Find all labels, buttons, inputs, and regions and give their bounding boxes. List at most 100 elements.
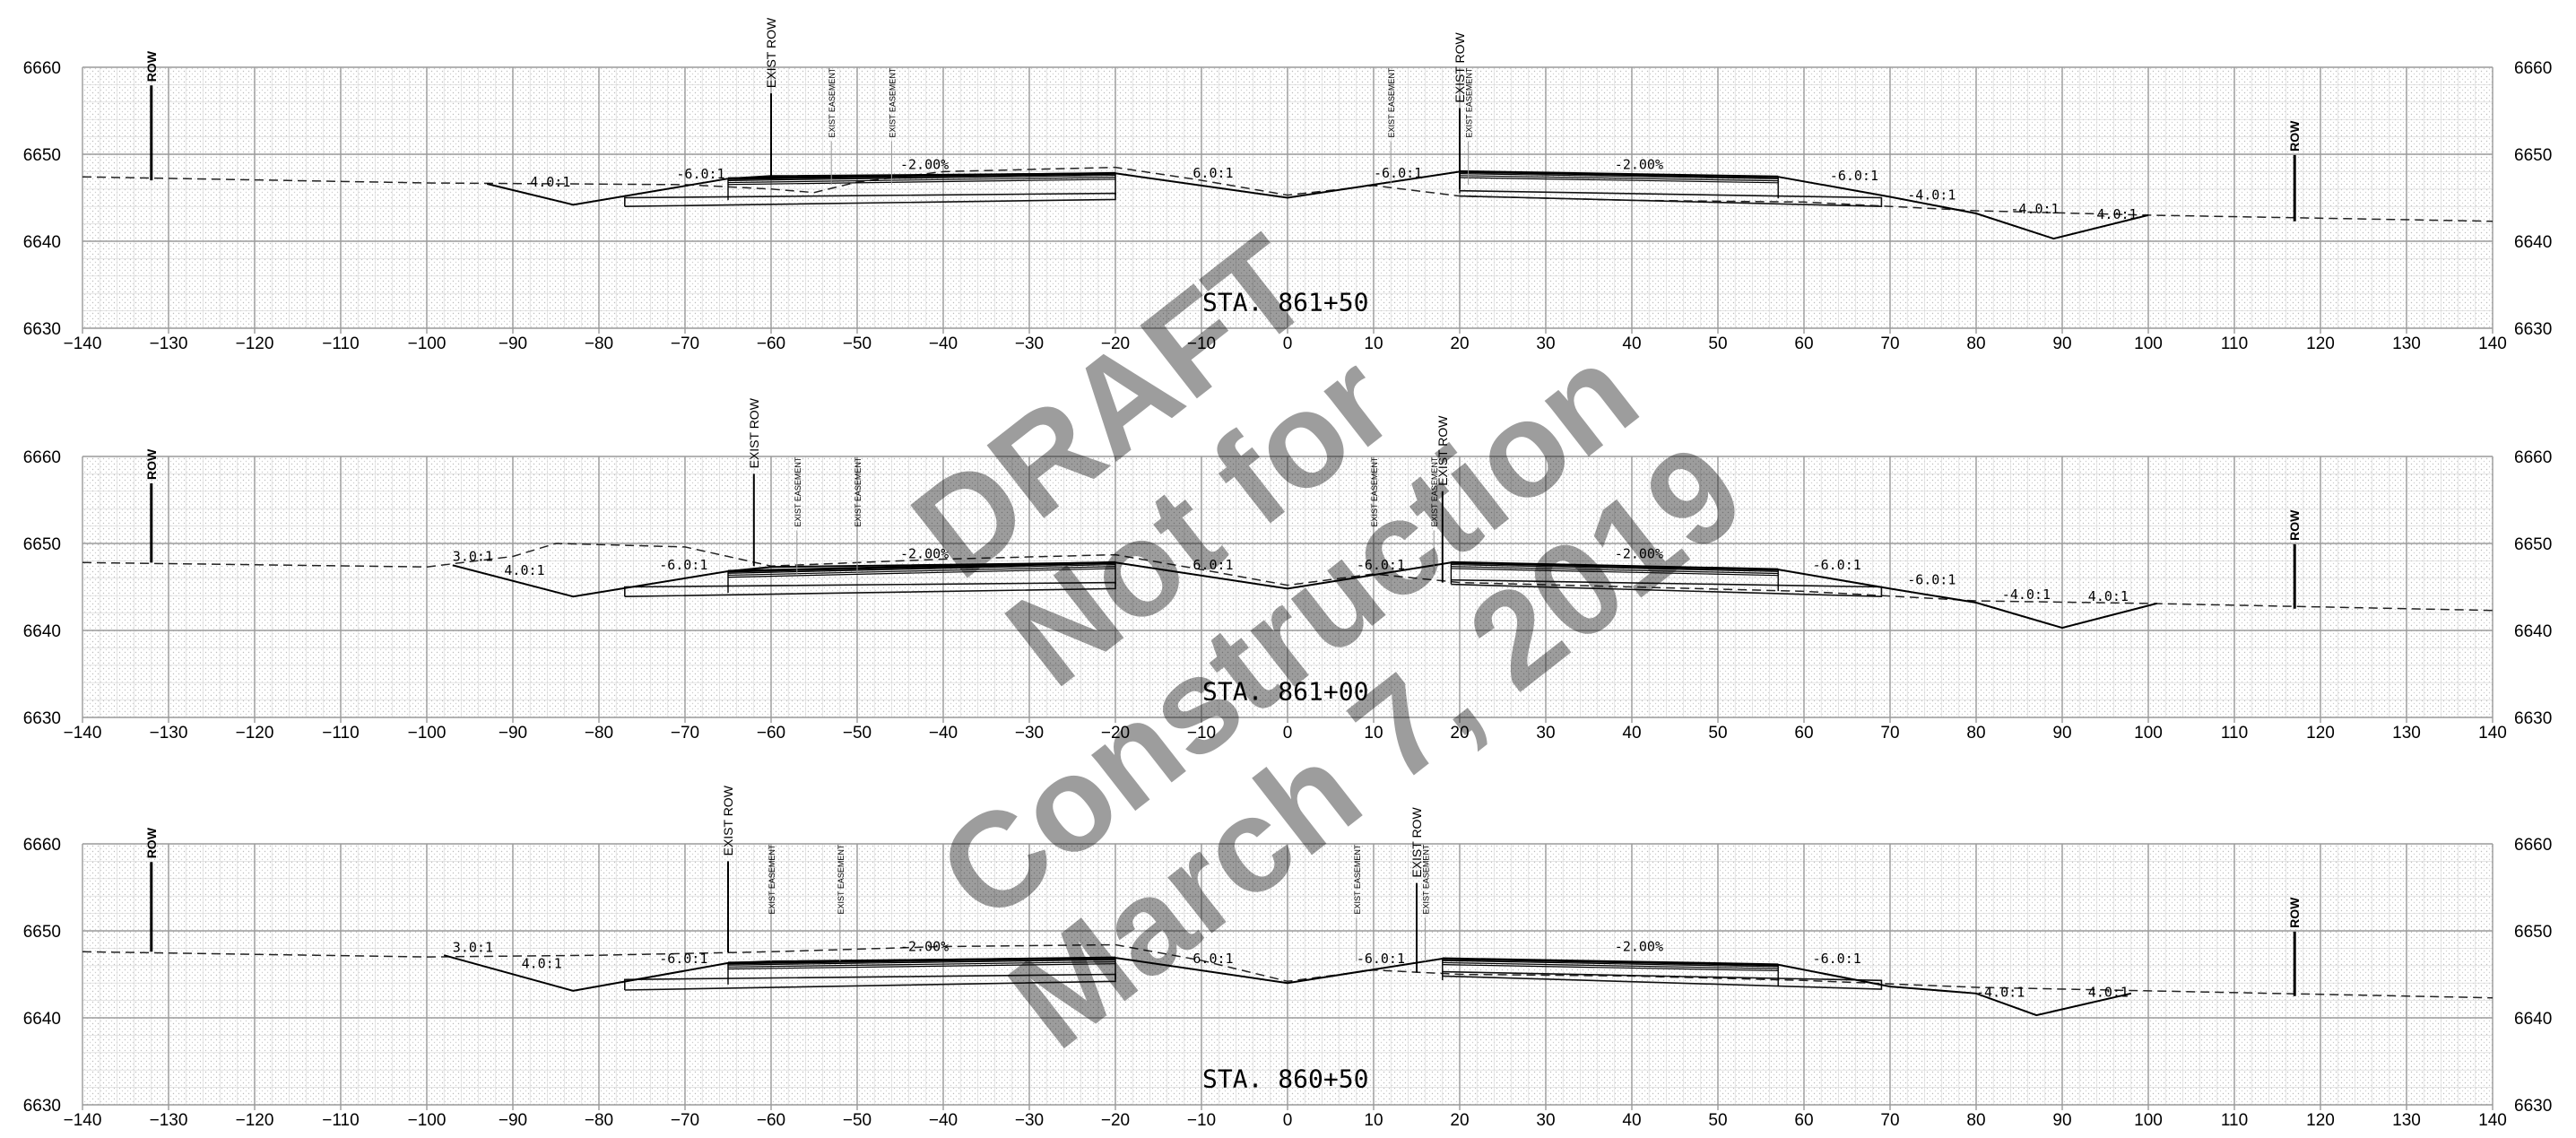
y-tick-label: 6660 [23, 59, 61, 78]
slope-label: -2.00% [900, 545, 949, 561]
easement-marker-label: EXIST EASEMENT [1370, 456, 1379, 526]
x-tick-label: 0 [1283, 334, 1293, 353]
pavement-layer [727, 171, 1116, 180]
x-tick-label: 0 [1283, 724, 1293, 743]
x-tick-label: −40 [929, 334, 958, 353]
slope-label: -2.00% [900, 156, 949, 172]
station-label: STA. 860+50 [1202, 1064, 1368, 1094]
subgrade-outline-right [1451, 578, 1883, 598]
x-tick-label: 140 [2478, 1111, 2507, 1130]
x-tick-label: 40 [1622, 724, 1641, 743]
y-tick-label: 6650 [2514, 535, 2552, 554]
y-tick-label: 6640 [23, 622, 61, 641]
y-tick-label: 6630 [23, 1097, 61, 1116]
cross-section-panel: −140−130−120−110−100−90−80−70−60−50−40−3… [23, 397, 2553, 743]
x-tick-label: −90 [499, 1111, 527, 1130]
x-tick-label: −50 [843, 1111, 872, 1130]
x-tick-label: 140 [2478, 334, 2507, 353]
row-marker-label: ROW [144, 827, 159, 858]
x-tick-label: −20 [1101, 724, 1130, 743]
x-tick-label: −40 [929, 1111, 958, 1130]
x-tick-label: 140 [2478, 724, 2507, 743]
x-tick-label: 10 [1364, 724, 1383, 743]
x-tick-label: −100 [408, 724, 447, 743]
y-tick-label: 6660 [2514, 448, 2552, 467]
x-tick-label: −30 [1015, 334, 1044, 353]
slope-label: -4.0:1 [2002, 586, 2051, 603]
easement-marker-label: EXIST EASEMENT [1353, 844, 1362, 914]
x-tick-label: 110 [2221, 1111, 2248, 1130]
y-tick-label: 6630 [2514, 1097, 2552, 1116]
easement-marker-label: EXIST EASEMENT [1387, 67, 1396, 137]
x-tick-label: −20 [1101, 334, 1130, 353]
y-tick-label: 6650 [23, 535, 61, 554]
x-tick-label: −100 [408, 1111, 447, 1130]
pavement-layer [1459, 175, 1779, 182]
x-tick-label: 10 [1364, 334, 1383, 353]
y-tick-label: 6660 [23, 448, 61, 467]
x-tick-label: −60 [757, 1111, 785, 1130]
x-tick-label: 130 [2392, 724, 2421, 743]
row-marker-label: ROW [2287, 120, 2302, 152]
slope-label: -4.0:1 [1907, 187, 1956, 203]
x-tick-label: −140 [64, 334, 102, 353]
y-tick-label: 6650 [2514, 146, 2552, 165]
x-tick-label: 20 [1450, 334, 1469, 353]
x-tick-label: 110 [2221, 334, 2248, 353]
easement-marker-label: EXIST EASEMENT [1465, 67, 1474, 137]
x-tick-label: −80 [585, 724, 613, 743]
x-tick-label: 70 [1880, 1111, 1899, 1130]
x-tick-label: −70 [671, 724, 699, 743]
pavement-layer [1459, 177, 1779, 184]
proposed-surface-line [443, 954, 2132, 1017]
x-tick-label: 40 [1622, 1111, 1641, 1130]
slope-label: 3.0:1 [453, 548, 493, 564]
pavement-layer [1442, 961, 1779, 969]
x-tick-label: −30 [1015, 1111, 1044, 1130]
x-tick-label: 80 [1966, 334, 1985, 353]
y-tick-label: 6640 [2514, 622, 2552, 641]
x-tick-label: −10 [1187, 724, 1216, 743]
x-tick-label: 100 [2134, 724, 2163, 743]
pavement-layer [727, 568, 1116, 578]
exist-row-marker-label: EXIST ROW [747, 397, 761, 468]
y-tick-label: 6640 [23, 1010, 61, 1029]
pavement-layer [727, 177, 1116, 184]
row-marker-label: ROW [144, 448, 159, 480]
x-tick-label: −60 [757, 724, 785, 743]
x-tick-label: 20 [1450, 724, 1469, 743]
slope-label: -6.0:1 [1813, 951, 1861, 967]
station-label: STA. 861+50 [1202, 288, 1368, 317]
x-tick-label: 60 [1794, 1111, 1813, 1130]
station-label: STA. 861+00 [1202, 677, 1368, 707]
easement-marker-label: EXIST EASEMENT [888, 67, 897, 137]
row-marker-label: ROW [2287, 897, 2302, 928]
slope-label: -6.0:1 [1357, 951, 1405, 967]
exist-row-marker-label: EXIST ROW [1409, 807, 1424, 878]
x-tick-label: −120 [236, 334, 274, 353]
x-tick-label: −100 [408, 334, 447, 353]
x-tick-label: −10 [1187, 1111, 1216, 1130]
x-tick-label: 30 [1536, 724, 1555, 743]
easement-marker-label: EXIST EASEMENT [768, 844, 776, 914]
x-tick-label: −70 [671, 1111, 699, 1130]
x-tick-label: 30 [1536, 1111, 1555, 1130]
x-tick-label: 50 [1708, 334, 1727, 353]
y-tick-label: 6660 [2514, 59, 2552, 78]
x-tick-label: 110 [2221, 724, 2248, 743]
pavement-layer [727, 963, 1116, 970]
pavement-layer [1442, 960, 1779, 968]
proposed-surface-line [486, 170, 2149, 240]
x-tick-label: −110 [322, 724, 359, 743]
x-tick-label: −90 [499, 334, 527, 353]
slope-label: -6.0:1 [659, 951, 707, 967]
x-tick-label: −120 [236, 724, 274, 743]
x-tick-label: 120 [2306, 724, 2335, 743]
easement-marker-label: EXIST EASEMENT [854, 456, 863, 526]
pavement-layer [727, 960, 1116, 968]
x-tick-label: −60 [757, 334, 785, 353]
slope-label: -6.0:1 [659, 557, 707, 573]
slope-label: -6.0:1 [676, 166, 724, 182]
pavement-layer [1451, 568, 1779, 577]
exist-row-marker-label: EXIST ROW [1435, 415, 1450, 486]
